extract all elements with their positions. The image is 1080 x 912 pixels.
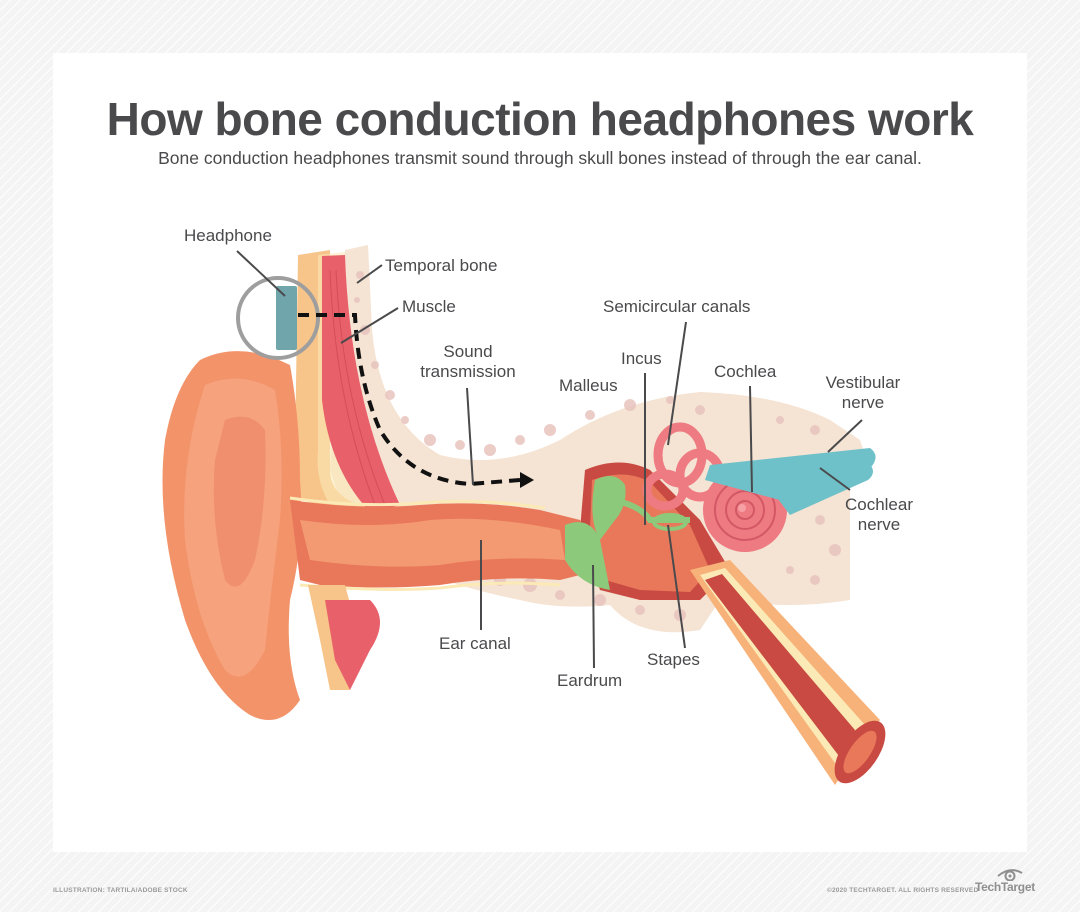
label-ear-canal: Ear canal: [439, 634, 511, 653]
label-cochlea: Cochlea: [714, 362, 777, 381]
label-cochlear-nerve-line1: Cochlear: [844, 495, 914, 514]
label-eardrum: Eardrum: [557, 671, 623, 690]
ear-canal-shape: [289, 496, 600, 591]
eardrum-shape: [565, 522, 610, 590]
stapes-shape: [652, 513, 688, 531]
highlight-circle: [236, 276, 320, 360]
pinna-shape: [162, 351, 302, 720]
page-subtitle: Bone conduction headphones transmit soun…: [158, 148, 922, 168]
techtarget-logo[interactable]: TechTarget: [975, 880, 1035, 894]
nerves-shape: [705, 448, 876, 515]
label-sound-transmission-line2: transmission: [420, 362, 516, 381]
malleus-shape: [592, 476, 626, 540]
eustachian-tube-shape: [690, 560, 886, 785]
label-temporal-bone: Temporal bone: [385, 256, 498, 275]
label-cochlear-nerve: Cochlear nerve: [836, 495, 922, 535]
label-vestibular-nerve-line1: Vestibular: [825, 373, 901, 392]
sound-path-arrow: [298, 313, 521, 487]
page-title: How bone conduction headphones work: [106, 93, 974, 145]
label-cochlear-nerve-line2: nerve: [857, 515, 901, 534]
label-semicircular-canals: Semicircular canals: [603, 297, 751, 316]
label-stapes: Stapes: [647, 650, 700, 669]
label-vestibular-nerve-line2: nerve: [841, 393, 885, 412]
label-muscle: Muscle: [402, 297, 456, 316]
label-incus: Incus: [621, 349, 662, 368]
leader-lines: [236, 250, 863, 669]
headphone-shape: [276, 286, 297, 350]
eye-icon: [997, 869, 1023, 881]
copyright-notice: ©2020 TECHTARGET. ALL RIGHTS RESERVED: [827, 887, 979, 894]
arrow-head-icon: [520, 472, 534, 488]
label-headphone: Headphone: [184, 226, 272, 245]
illustration-credit: ILLUSTRATION: TARTILA/ADOBE STOCK: [53, 887, 188, 894]
label-malleus: Malleus: [559, 376, 618, 395]
label-sound-transmission-line1: Sound: [443, 342, 493, 361]
incus-shape: [611, 497, 690, 523]
label-sound-transmission: Sound transmission: [412, 342, 524, 382]
label-vestibular-nerve: Vestibular nerve: [815, 373, 911, 413]
